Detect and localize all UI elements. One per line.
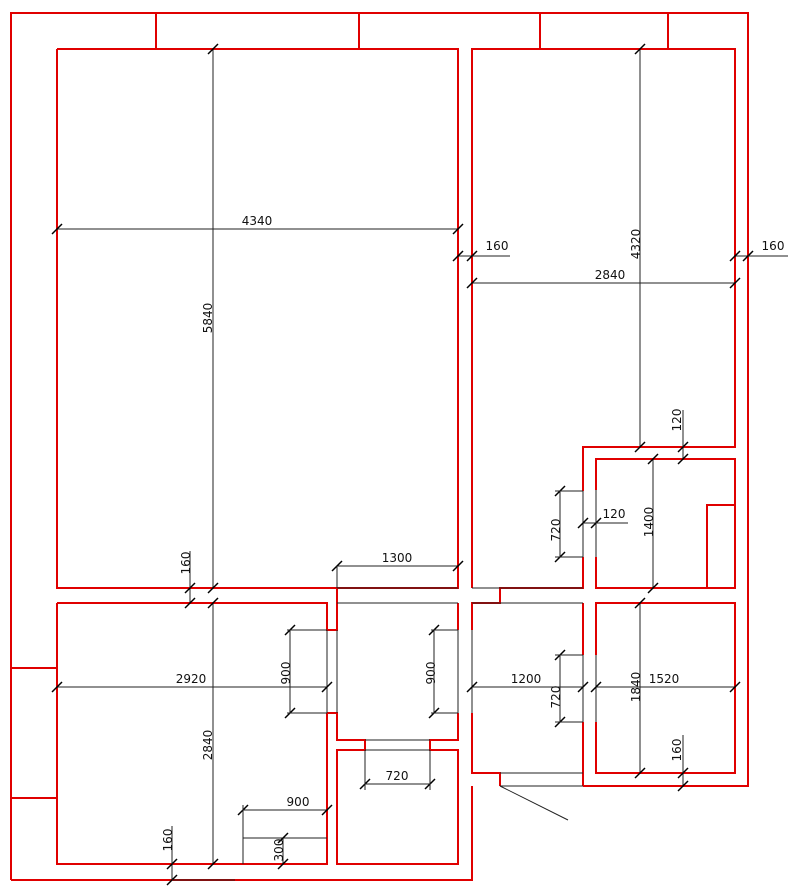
dimension-tick (634, 597, 646, 609)
dimension-label: 160 (486, 239, 509, 253)
dimension-label: 2840 (201, 730, 215, 761)
wall (11, 786, 473, 881)
opening-line (499, 785, 569, 821)
wall (595, 602, 736, 774)
dimension-tick (207, 858, 219, 870)
dimension-tick (321, 681, 333, 693)
dimension-label: 160 (762, 239, 785, 253)
dimension-label: 2840 (595, 268, 626, 282)
dimension: 1520 (590, 672, 741, 693)
dimension-tick (729, 250, 741, 262)
dimension-label: 160 (161, 829, 175, 852)
dimension-label: 160 (670, 739, 684, 762)
wall (471, 713, 501, 786)
dimension: 120 (670, 409, 689, 465)
dimension: 2920 (51, 672, 333, 693)
dimension: 160 (179, 551, 196, 609)
dimension: 1300 (331, 551, 464, 588)
dimension-tick (634, 767, 646, 779)
wall (471, 557, 584, 630)
dimension: 1200 (466, 672, 589, 693)
dimension: 5840 (201, 43, 219, 594)
dimension-tick (452, 560, 464, 572)
dimension-tick (184, 597, 196, 609)
dimension-tick (207, 582, 219, 594)
dimension-label: 1300 (382, 551, 413, 565)
dimension-tick (207, 597, 219, 609)
dimension: 120 (577, 507, 628, 529)
dimension-tick (729, 681, 741, 693)
dimension-tick (577, 517, 589, 529)
dimension-label: 900 (287, 795, 310, 809)
dimension-label: 1520 (649, 672, 680, 686)
dimension: 160 (161, 826, 235, 886)
dimension-label: 1200 (511, 672, 542, 686)
dimension-tick (677, 453, 689, 465)
dimension-label: 120 (670, 409, 684, 432)
dimension-label: 160 (179, 552, 193, 575)
dimension: 720 (549, 485, 583, 563)
dimension: 900 (279, 624, 327, 719)
dimension-label: 720 (549, 686, 563, 709)
dimension-label: 120 (603, 507, 626, 521)
wall (595, 458, 736, 589)
dimension: 2840 (466, 268, 741, 289)
wall (56, 603, 328, 865)
dimension-tick (577, 681, 589, 693)
dimension: 720 (549, 649, 583, 728)
dimension-label: 720 (386, 769, 409, 783)
dimension-tick (634, 43, 646, 55)
dimension-label: 300 (272, 839, 286, 862)
dimension-tick (277, 832, 289, 844)
dimension: 900 (424, 624, 458, 719)
walls (10, 12, 749, 881)
dimension: 160 (670, 735, 689, 792)
dimension-tick (590, 681, 602, 693)
dimension-tick (647, 582, 659, 594)
dimension-label: 5840 (201, 303, 215, 334)
dimension-label: 720 (549, 519, 563, 542)
dimension-tick (51, 681, 63, 693)
dimension-tick (321, 804, 333, 816)
dimension: 160 (729, 239, 788, 262)
dimension-label: 1840 (629, 672, 643, 703)
dimension-tick (647, 453, 659, 465)
dimension-tick (51, 223, 63, 235)
dimension-tick (452, 223, 464, 235)
dimension: 1840 (629, 597, 646, 779)
wall (10, 12, 749, 880)
dimension-tick (466, 681, 478, 693)
dimension: 160 (452, 239, 510, 262)
dimension: 4320 (629, 43, 646, 453)
dimension: 720 (359, 750, 436, 790)
dimension-tick (729, 277, 741, 289)
dimension: 1400 (642, 453, 659, 594)
dimension-tick (466, 277, 478, 289)
dimension: 900 (237, 795, 333, 864)
wall (56, 48, 459, 589)
dimension-label: 4320 (629, 229, 643, 260)
dimension-label: 1400 (642, 507, 656, 538)
dimension-tick (277, 858, 289, 870)
dimension-tick (677, 780, 689, 792)
dimension-tick (207, 43, 219, 55)
wall (706, 504, 735, 588)
wall (327, 712, 459, 865)
dimension-tick (634, 441, 646, 453)
dimension-label: 900 (279, 662, 293, 685)
dimension-label: 2920 (176, 672, 207, 686)
dimension-label: 900 (424, 662, 438, 685)
dimension-label: 4340 (242, 214, 273, 228)
dimension: 2840 (201, 597, 219, 870)
dimension-tick (452, 250, 464, 262)
wall (471, 48, 736, 588)
dimension: 4340 (51, 214, 464, 235)
dimension: 300 (272, 832, 289, 870)
